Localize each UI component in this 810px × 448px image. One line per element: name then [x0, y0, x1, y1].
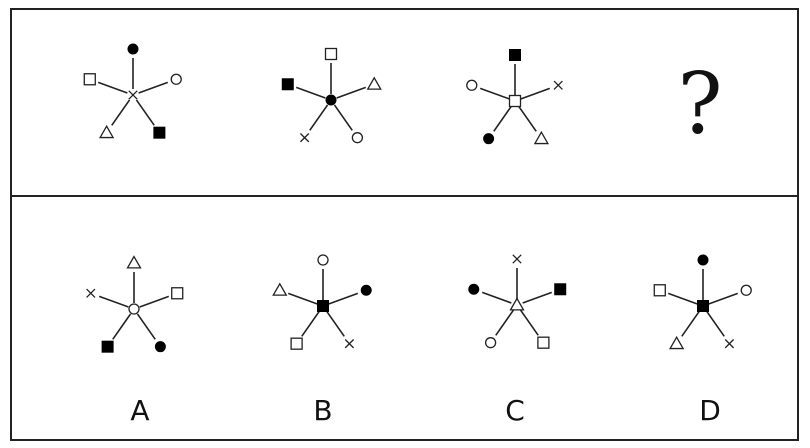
spoke-line: [309, 104, 329, 131]
cross-icon: [512, 254, 522, 264]
hollow-triangle-icon: [668, 335, 685, 350]
hollow-triangle-icon: [98, 124, 115, 139]
spoke-line: [336, 86, 367, 99]
spoke-line: [295, 86, 326, 99]
hollow-triangle-icon: [533, 130, 550, 145]
filled-circle-icon: [154, 341, 166, 353]
spoke-line: [112, 313, 132, 340]
spoke-line: [522, 291, 553, 304]
hollow-circle-icon: [484, 337, 497, 349]
hollow-triangle-center-icon: [509, 297, 525, 311]
hollow-square-icon: [324, 47, 338, 61]
spoke-line: [139, 295, 170, 308]
option-a-figure[interactable]: [86, 255, 184, 353]
options-panel: [10, 195, 799, 441]
spoke-line: [493, 105, 513, 132]
spoke-line: [705, 310, 725, 337]
filled-square-icon: [281, 78, 294, 91]
spoke-line: [97, 81, 128, 94]
hollow-circle-center-icon: [128, 303, 140, 315]
filled-square-icon: [509, 49, 521, 61]
spoke-line: [481, 291, 512, 304]
filled-square-icon: [153, 126, 166, 139]
hollow-triangle-icon: [366, 76, 382, 90]
hollow-circle-icon: [466, 79, 478, 91]
hollow-triangle-icon: [126, 255, 142, 269]
filled-square-icon: [101, 340, 114, 353]
filled-square-icon: [554, 283, 567, 296]
spoke-line: [517, 105, 537, 132]
spoke-line: [333, 104, 353, 131]
cross-icon: [86, 288, 96, 298]
cross-icon: [299, 133, 310, 143]
filled-circle-center-icon: [325, 94, 337, 106]
spoke-line: [479, 87, 510, 100]
hollow-triangle-icon: [272, 282, 288, 296]
filled-circle-icon: [697, 254, 709, 266]
sequence-figure-3: [466, 49, 563, 145]
spoke-line: [708, 292, 739, 305]
hollow-circle-icon: [170, 73, 182, 85]
hollow-square-center-icon: [508, 94, 522, 108]
cross-icon: [724, 339, 735, 349]
option-c-label[interactable]: C: [505, 394, 525, 427]
spoke-line: [301, 310, 321, 337]
hollow-circle-icon: [317, 254, 329, 266]
spoke-line: [667, 292, 698, 305]
hollow-circle-icon: [740, 284, 752, 296]
filled-circle-icon: [127, 43, 139, 55]
spoke-line: [520, 87, 551, 100]
hollow-square-icon: [83, 73, 96, 86]
option-b-figure[interactable]: [272, 254, 372, 350]
sequence-figure-2: [281, 47, 382, 144]
spoke-line: [138, 81, 169, 94]
cross-icon: [553, 80, 563, 90]
hollow-circle-icon: [351, 132, 364, 144]
option-d-figure[interactable]: [653, 254, 752, 350]
sequence-figure-1: [83, 43, 182, 139]
spoke-line: [495, 309, 515, 336]
filled-circle-icon: [468, 283, 480, 295]
spoke-line: [328, 292, 359, 305]
filled-square-center-icon: [317, 300, 329, 312]
filled-circle-icon: [360, 284, 372, 296]
option-a-label[interactable]: A: [130, 394, 149, 427]
option-b-label[interactable]: B: [313, 394, 332, 427]
hollow-square-icon: [171, 287, 184, 300]
spoke-line: [287, 292, 318, 305]
spoke-line: [111, 99, 131, 126]
spoke-line: [136, 313, 156, 340]
question-mark: ?: [677, 55, 722, 153]
cross-center-icon: [128, 90, 138, 100]
spoke-line: [98, 295, 129, 308]
spoke-line: [325, 310, 345, 337]
spoke-line: [519, 309, 539, 336]
hollow-square-icon: [537, 336, 550, 349]
hollow-square-icon: [653, 284, 666, 297]
option-d-label[interactable]: D: [699, 394, 721, 427]
cross-icon: [344, 339, 355, 349]
option-c-figure[interactable]: [468, 254, 567, 349]
filled-square-center-icon: [697, 300, 709, 312]
spoke-line: [135, 99, 155, 126]
spoke-line: [681, 310, 701, 337]
filled-circle-icon: [483, 133, 495, 145]
hollow-square-icon: [290, 337, 303, 350]
